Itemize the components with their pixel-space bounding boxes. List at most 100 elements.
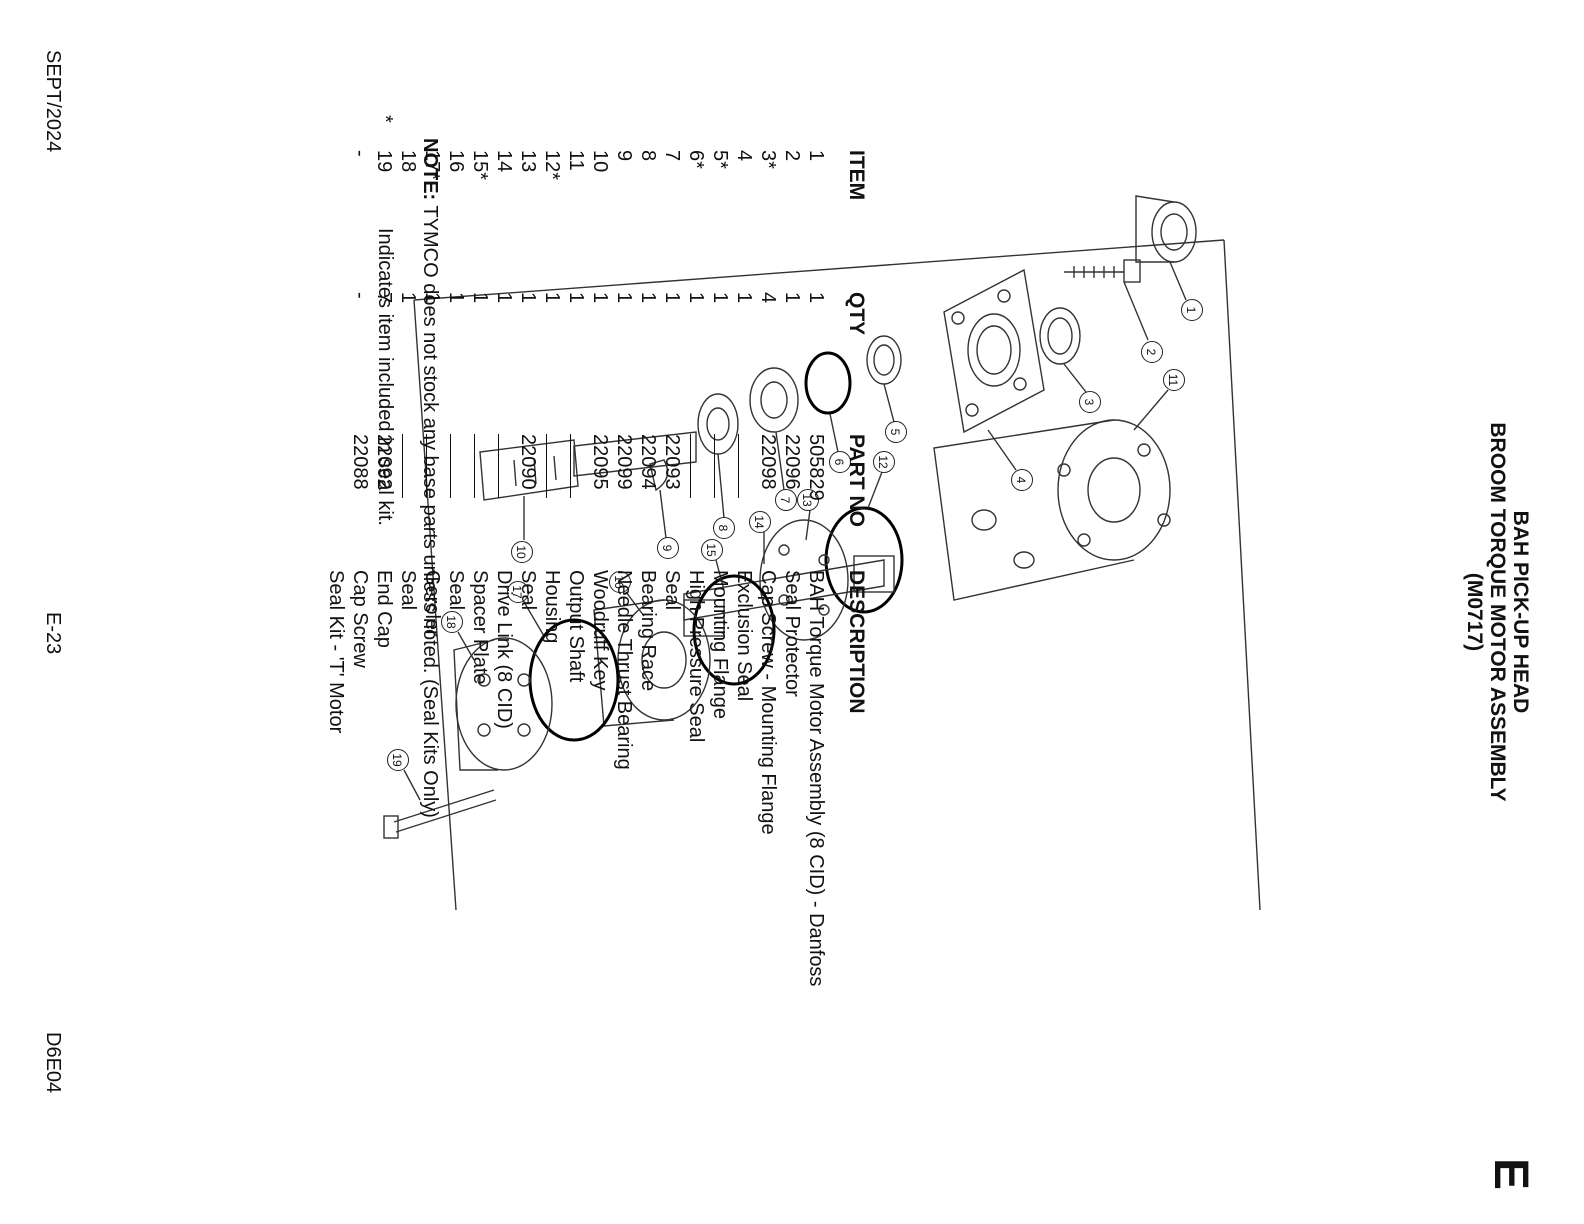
seal-kit-note: * Indicates item included in seal kit. (373, 115, 396, 526)
column-header-description: DESCRIPTION (845, 570, 868, 714)
callout-8: 8 (713, 517, 735, 539)
table-cell-qty: 1 (781, 292, 803, 304)
seal-kit-note-text: Indicates item included in seal kit. (374, 228, 396, 526)
table-cell-description: Cap Screw (349, 570, 371, 668)
table-cell-part-no: 22090 (517, 434, 539, 490)
callout-10: 10 (511, 541, 533, 563)
table-cell-qty: 1 (397, 292, 419, 304)
table-cell-description: Mounting Flange (709, 570, 731, 719)
footer-code: D6E04 (42, 1032, 64, 1094)
part-geroler (593, 599, 711, 727)
table-cell-part-no: 22095 (589, 434, 611, 490)
table-cell-description: Cap Screw - Mounting Flange (757, 570, 779, 835)
note-label: NOTE: (419, 138, 441, 201)
table-cell-part-no-blank (396, 434, 420, 501)
column-header-part-no: PART NO (845, 434, 868, 527)
asterisk-marker: * (374, 115, 396, 123)
table-cell-qty: 1 (565, 292, 587, 304)
table-cell-qty: 1 (493, 292, 515, 304)
table-cell-qty: 1 (661, 292, 683, 304)
table-cell-part-no-blank (492, 434, 516, 501)
part-end-cap (453, 637, 553, 771)
table-cell-qty: 1 (613, 292, 635, 304)
table-cell-description: Bearing Race (637, 570, 659, 692)
callout-5: 5 (885, 421, 907, 443)
table-cell-description: Seal Protector (781, 570, 803, 697)
table-cell-part-no: 22096 (781, 434, 803, 490)
table-cell-part-no: 22088 (349, 434, 371, 490)
part-cap-screw (1064, 259, 1141, 283)
table-cell-qty: 4 (757, 292, 779, 304)
table-cell-part-no-blank (564, 434, 588, 501)
table-cell-qty: 1 (445, 292, 467, 304)
table-cell-description: End Cap (373, 570, 395, 648)
table-cell-description: Seal (445, 570, 467, 611)
table-cell-item: 13 (517, 150, 539, 173)
table-cell-part-no: 22099 (613, 434, 635, 490)
table-cell-part-no-blank (732, 434, 756, 501)
part-seal-protector (1135, 195, 1197, 263)
table-cell-description: Exclusion Seal (733, 570, 755, 702)
table-cell-item: 11 (565, 150, 587, 171)
table-cell-description: Output Shaft (565, 570, 587, 683)
table-cell-description: Seal Kit - 'T' Motor (325, 570, 347, 734)
table-cell-item: 16 (445, 150, 467, 173)
table-cell-part-no-blank (708, 434, 732, 501)
table-cell-qty: 1 (517, 292, 539, 304)
part-drive-link (683, 555, 895, 637)
part-spacer-plate (759, 519, 849, 641)
footer-date: SEPT/2024 (42, 50, 64, 153)
column-header-qty: QTY (845, 292, 868, 336)
callout-12: 12 (873, 451, 895, 473)
guide-line-left (413, 239, 1225, 301)
table-cell-item: 5* (709, 150, 731, 169)
table-cell-item: 19 (373, 150, 395, 173)
table-cell-description: Spacer Plate (469, 570, 491, 685)
table-cell-qty: 1 (733, 292, 755, 304)
table-cell-description: Needle Thrust Bearing (613, 570, 635, 770)
table-cell-description: Housing (541, 570, 563, 644)
table-cell-part-no: 22093 (661, 434, 683, 490)
table-cell-description: High Pressure Seal (685, 570, 707, 743)
callout-14: 14 (749, 511, 771, 533)
table-cell-item: 18 (397, 150, 419, 173)
part-seal-15 (692, 574, 776, 686)
part-output-shaft (479, 431, 697, 501)
table-cell-description: Seal (661, 570, 683, 611)
table-cell-item: 15* (469, 150, 491, 181)
table-cell-part-no: 22094 (637, 434, 659, 490)
table-cell-description: Woodruff Key (589, 570, 611, 691)
callout-4: 4 (1011, 469, 1033, 491)
table-cell-item: 10 (589, 150, 611, 173)
table-cell-qty: 1 (469, 292, 491, 304)
table-cell-part-no-blank (684, 434, 708, 501)
table-cell-description: Seal (517, 570, 539, 611)
description-column: BAH Torque Motor Assembly (8 CID) - Danf… (324, 570, 828, 986)
table-cell-item: 6* (685, 150, 707, 169)
base-parts-note: NOTE: TYMCO does not stock any base part… (418, 138, 442, 818)
table-cell-qty: 1 (805, 292, 827, 304)
part-bearing-race (749, 367, 799, 433)
table-cell-description: Drive Link (8 CID) (493, 570, 515, 729)
table-cell-description: BAH Torque Motor Assembly (8 CID) - Danf… (805, 570, 827, 987)
part-mounting-flange (943, 268, 1045, 434)
table-cell-part-no: 505829 (805, 434, 827, 501)
table-cell-item: 4 (733, 150, 755, 162)
callout-3: 3 (1079, 391, 1101, 413)
table-cell-item: 2 (781, 150, 803, 162)
callout-2: 2 (1141, 341, 1163, 363)
table-cell-description: Seal (397, 570, 419, 611)
note-text: TYMCO does not stock any base parts unle… (419, 205, 441, 818)
table-cell-item: 14 (493, 150, 515, 173)
table-cell-qty: 1 (685, 292, 707, 304)
table-cell-item: 7 (661, 150, 683, 162)
table-cell-item: 8 (637, 150, 659, 162)
table-cell-qty: 1 (709, 292, 731, 304)
guide-line-bottom (413, 299, 457, 911)
table-cell-qty: - (349, 292, 371, 299)
callout-15: 15 (701, 539, 723, 561)
table-cell-part-no-blank (468, 434, 492, 501)
table-cell-part-no-blank (540, 434, 564, 501)
